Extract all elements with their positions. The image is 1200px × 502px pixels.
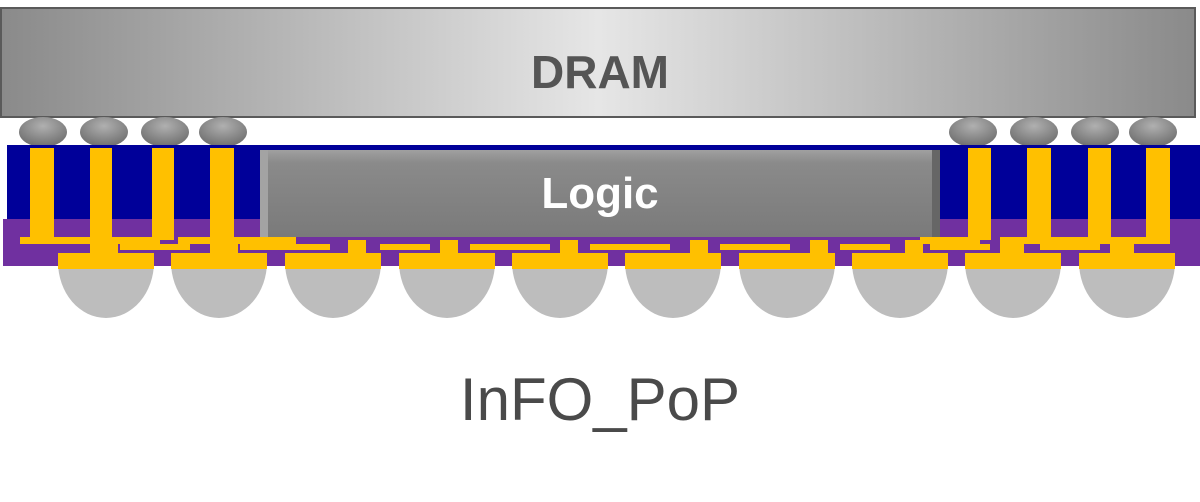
copper-interconnects [20, 148, 1175, 269]
dram-label: DRAM [531, 46, 669, 98]
dram-solder-bumps [19, 117, 1177, 147]
logic-die: Logic [260, 150, 940, 237]
logic-label: Logic [541, 169, 658, 218]
diagram-caption: InFO_PoP [460, 366, 740, 433]
dram-die: DRAM [0, 7, 1196, 118]
bga-solder-balls [58, 262, 1175, 318]
